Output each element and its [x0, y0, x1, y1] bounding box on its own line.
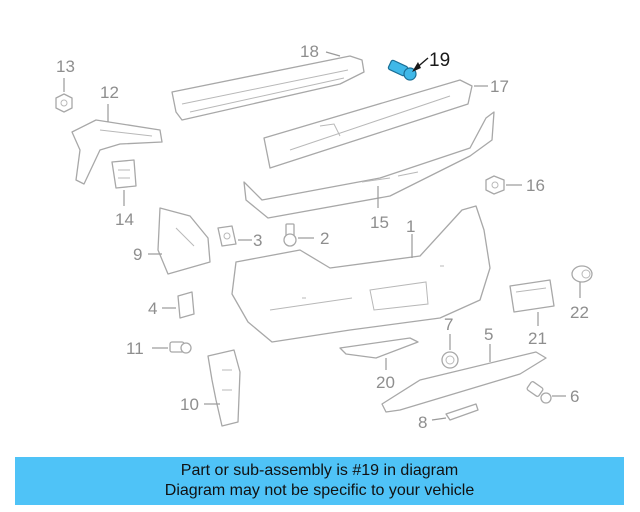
part-16-nut[interactable] [485, 175, 505, 195]
callout-7: 7 [444, 315, 453, 334]
part-18-reinforcement-bar[interactable] [171, 55, 365, 121]
callout-11: 11 [126, 339, 144, 358]
callout-18: 18 [300, 42, 319, 61]
callout-13: 13 [56, 57, 75, 76]
callout-8: 8 [418, 413, 427, 432]
arrow-19 [412, 62, 421, 72]
part-4-plate[interactable] [177, 291, 195, 319]
parts-diagram: 18 19 17 15 16 13 12 1 [55, 42, 593, 432]
callout-9: 9 [133, 245, 142, 264]
part-20-trim[interactable] [339, 337, 419, 359]
callout-15: 15 [370, 213, 389, 232]
leader-8 [431, 417, 447, 421]
callout-4: 4 [148, 299, 157, 318]
part-11-pin[interactable] [169, 341, 192, 354]
part-21-license-bracket[interactable] [509, 279, 555, 313]
part-10-bracket[interactable] [207, 349, 241, 427]
part-2-screw[interactable] [283, 223, 297, 247]
part-14-bracket[interactable] [111, 159, 137, 189]
banner-line-1: Part or sub-assembly is #19 in diagram [180, 462, 459, 479]
callout-16: 16 [526, 176, 545, 195]
part-9-guard[interactable] [157, 207, 211, 275]
callout-22: 22 [570, 303, 589, 322]
callout-5: 5 [484, 325, 493, 344]
callout-14: 14 [115, 210, 134, 229]
info-banner: Part or sub-assembly is #19 in diagram D… [15, 457, 624, 505]
part-12-bracket[interactable] [71, 119, 163, 185]
part-5-valance[interactable] [381, 351, 547, 413]
callout-19: 19 [429, 50, 450, 71]
part-13-nut[interactable] [55, 93, 73, 113]
part-22-grommet[interactable] [571, 265, 593, 283]
callout-20: 20 [376, 373, 395, 392]
banner-line-2: Diagram may not be specific to your vehi… [164, 482, 475, 499]
callout-17: 17 [490, 77, 509, 96]
callout-12: 12 [100, 83, 119, 102]
callout-3: 3 [253, 231, 262, 250]
part-19-bolt[interactable] [387, 59, 417, 81]
callout-10: 10 [180, 395, 199, 414]
callout-6: 6 [570, 387, 579, 406]
part-1-bumper-cover[interactable] [231, 205, 491, 343]
part-6-bolt[interactable] [526, 381, 552, 404]
part-15-support[interactable] [243, 111, 495, 219]
part-17-absorber[interactable] [263, 79, 473, 169]
callout-1: 1 [406, 217, 415, 236]
part-7-sensor[interactable] [441, 351, 459, 369]
part-8-clip[interactable] [445, 403, 479, 421]
part-3-clip[interactable] [217, 225, 237, 247]
callout-2: 2 [320, 229, 329, 248]
leader-18 [325, 51, 341, 57]
callout-21: 21 [528, 329, 547, 348]
